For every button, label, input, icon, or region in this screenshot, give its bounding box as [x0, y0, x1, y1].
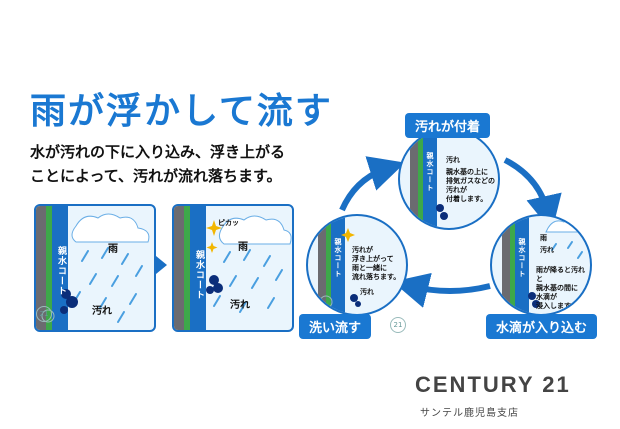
- office-name: サンテル鹿児島支店: [420, 408, 519, 419]
- description: 水が汚れの下に入り込み、浮き上がる ことによって、汚れが流れ落ちます。: [30, 140, 285, 188]
- cycle-step-wash-graphic: [318, 216, 361, 314]
- dirt-label: 汚れ: [230, 300, 250, 311]
- coat-label: 親水コート: [334, 238, 342, 278]
- rain-label: 雨: [540, 234, 547, 242]
- dirt-label: 汚れ: [360, 288, 374, 296]
- dirt-label: 汚れ: [540, 246, 554, 254]
- century21-logo: CENTURY 21: [415, 372, 571, 397]
- sparkle-label: ピカッ: [218, 219, 239, 227]
- step-badge-wash: 洗い流す: [299, 314, 372, 339]
- step-description: 汚れが 浮き上がって 雨と一緒に 流れ落ちます。: [352, 246, 401, 281]
- after-illustration-graphic: [174, 206, 292, 330]
- after-illustration: 親水コート 雨 汚れ ピカッ: [172, 204, 294, 332]
- arrow-right-icon: [156, 256, 167, 274]
- step-description: 親水基の上に 排気ガスなどの 汚れが 付着します。: [446, 168, 495, 203]
- cycle-step-wash: 親水コート 汚れが 浮き上がって 雨と一緒に 流れ落ちます。 汚れ: [306, 214, 408, 316]
- description-line-2: ことによって、汚れが流れ落ちます。: [30, 167, 282, 185]
- cycle-step-adhere: 親水コート 汚れ 親水基の上に 排気ガスなどの 汚れが 付着します。: [398, 128, 500, 230]
- cycle-step-infiltrate: 親水コート 雨 汚れ 雨が降ると汚れと 親水基の間に 水滴が 浸入します。: [490, 214, 592, 316]
- step-badge-infiltrate: 水滴が入り込む: [486, 314, 598, 339]
- cycle-watermark: 21: [390, 317, 406, 333]
- description-line-1: 水が汚れの下に入り込み、浮き上がる: [30, 143, 286, 161]
- rain-label: 雨: [238, 242, 248, 253]
- cycle-step-adhere-graphic: [410, 130, 448, 228]
- coat-label: 親水コート: [56, 246, 66, 296]
- step-description: 雨が降ると汚れと 親水基の間に 水滴が 浸入します。: [536, 266, 585, 310]
- coat-label: 親水コート: [194, 250, 204, 300]
- coat-label: 親水コート: [426, 152, 434, 192]
- before-illustration: 親水コート 雨 汚れ: [34, 204, 156, 332]
- rain-label: 雨: [108, 244, 118, 255]
- panel-watermark: 21: [36, 306, 52, 322]
- dirt-label: 汚れ: [92, 306, 112, 317]
- coat-label: 親水コート: [518, 238, 526, 278]
- before-illustration-graphic: [36, 206, 150, 330]
- page-title: 雨が浮かして流す: [30, 91, 333, 132]
- dirt-label: 汚れ: [446, 156, 460, 164]
- step-badge-adhere: 汚れが付着: [405, 113, 491, 138]
